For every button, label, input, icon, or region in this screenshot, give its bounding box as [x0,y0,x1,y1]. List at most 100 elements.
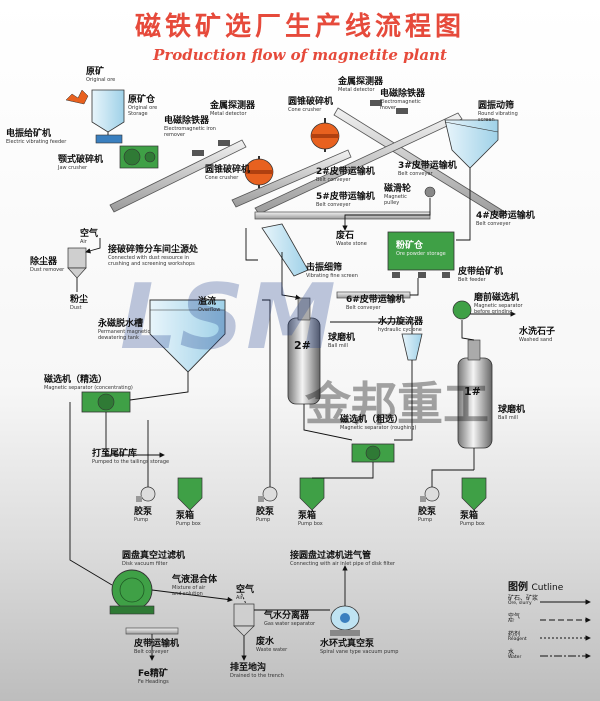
legend-lines [540,599,591,659]
belt-3 [333,107,506,219]
hydro-cyclone [401,333,423,361]
vibrating-fine-screen [261,223,309,277]
bottom-belt [125,627,179,635]
mag-separator-roughing [351,443,395,463]
ball-mill-2 [287,297,321,405]
pump-b [258,486,278,502]
raw-ore-bin [65,89,125,133]
flow-lines [69,132,516,661]
page-title: 磁铁矿选厂生产线流程图 [134,12,465,42]
cone-crusher-2 [310,118,340,152]
magnetic-pulley [424,186,436,198]
pump-box-c [461,477,487,511]
pump-box-b [299,477,325,511]
raw-ore-icon [65,89,89,105]
pump-c [420,486,440,502]
page-subtitle: Production flow of magnetite plant [153,46,447,64]
fine-ore-bin [387,231,455,278]
cone-crusher-1 [244,156,274,188]
watermark-letters: LSM [120,265,338,370]
metal-detector-1 [218,140,230,146]
dust-remover [67,247,87,279]
mag-separator-concentrating [81,391,131,413]
round-vibrating-screen [444,119,499,169]
belt-6 [336,291,411,299]
watermark-company: 金邦重工 [305,377,489,431]
belt-1 [109,139,247,213]
vacuum-pump [330,605,360,636]
pump-a [136,486,156,502]
label-mag-sep-rough: 磁选机（粗选）Magnetic separator (roughing) [340,415,417,432]
gas-water-separator [233,603,255,637]
dewatering-tank [149,299,226,373]
waste-stone-chute [342,198,431,231]
metal-detector-2 [370,100,382,106]
conveyor-belts [109,107,506,299]
vib-feeder [95,134,123,144]
belt-2 [231,149,352,208]
jaw-crusher [119,145,159,169]
label-mag-sep-conc: 磁选机（精选）Magnetic separator (concentrating… [44,375,133,392]
mill-2-number: 2# [294,339,311,352]
legend-title: 图例 Cutline [508,582,564,593]
pre-grinding-separator [452,300,472,320]
mill-1-number: 1# [464,385,481,398]
pump-box-a [177,477,203,511]
belt-5 [254,211,431,220]
iron-remover-1 [192,150,204,156]
ball-mill-1 [457,339,493,449]
